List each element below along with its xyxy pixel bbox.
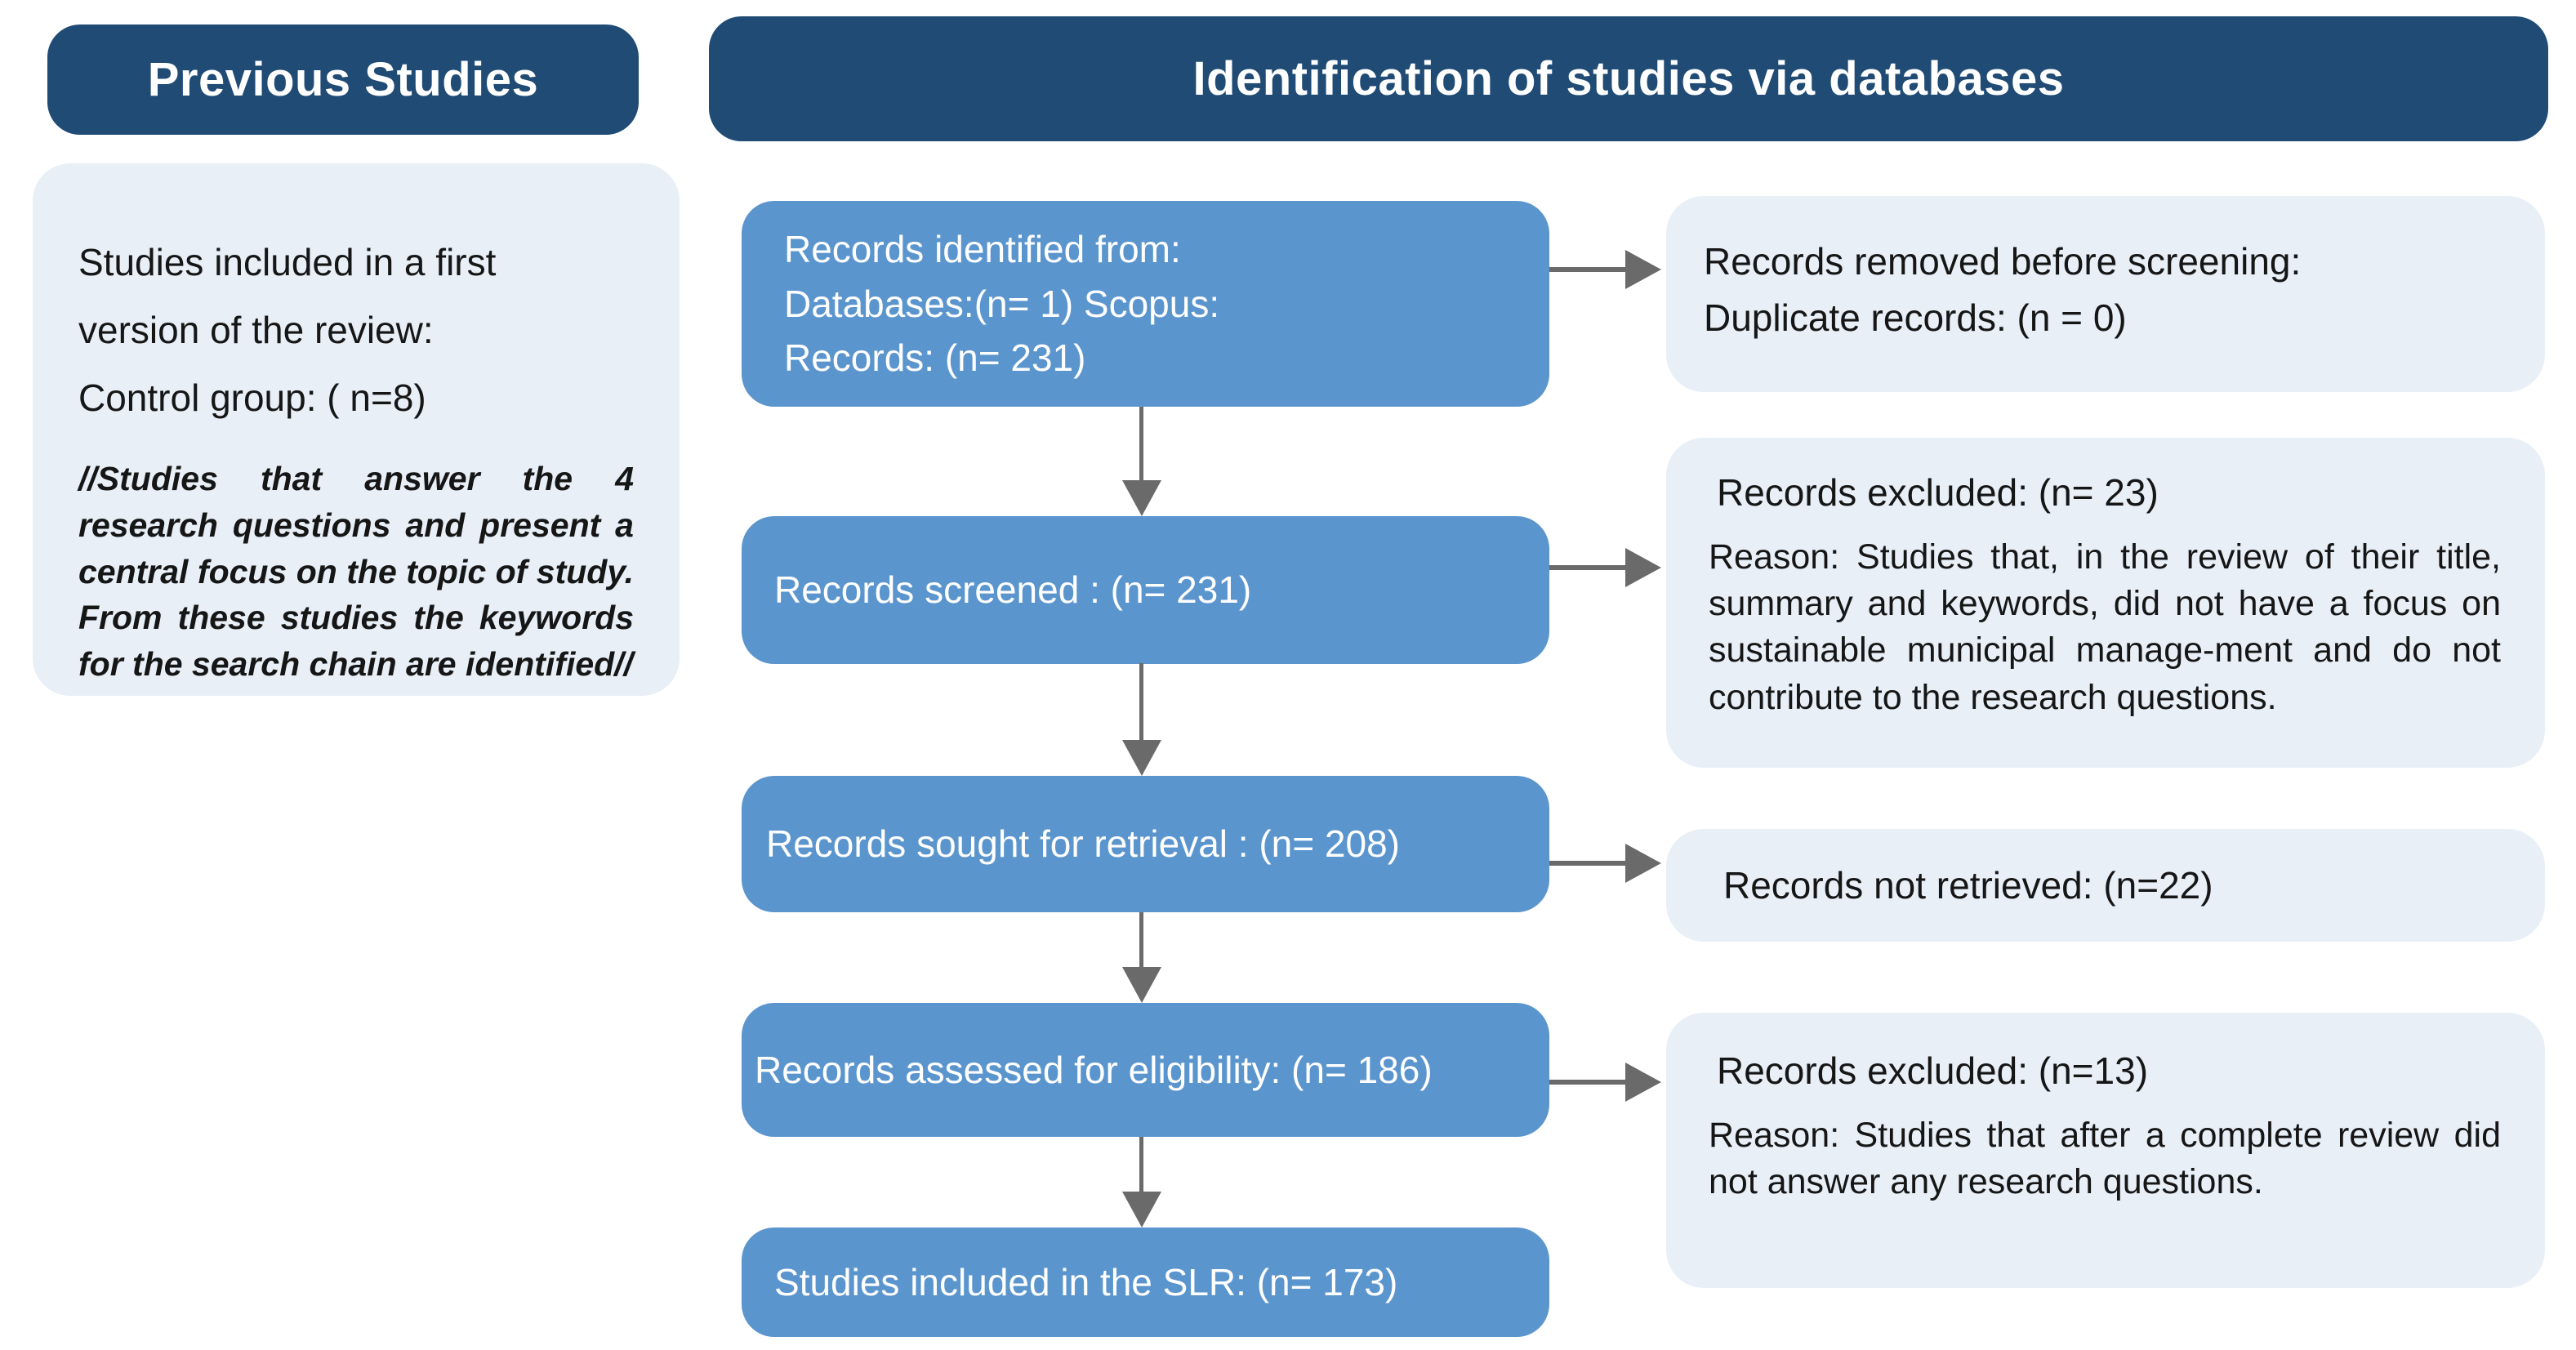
side-box-title: Records removed before screening: bbox=[1704, 240, 2302, 283]
previous-studies-header: Previous Studies bbox=[47, 25, 639, 135]
side-box-title: Records excluded: (n=13) bbox=[1717, 1049, 2149, 1092]
side-box-records-not-retrieved: Records not retrieved: (n=22) bbox=[1666, 829, 2545, 942]
previous-studies-summary-line: version of the review: bbox=[78, 308, 434, 351]
previous-studies-header-label: Previous Studies bbox=[147, 53, 539, 106]
flow-box-records-identified: Records identified from: Databases:(n= 1… bbox=[742, 201, 1549, 407]
side-box-title: Records not retrieved: (n=22) bbox=[1723, 864, 2213, 907]
side-box-records-removed: Records removed before screening: Duplic… bbox=[1666, 196, 2545, 392]
right-arrow-identified-to-removed bbox=[1549, 267, 1627, 272]
down-arrow-assessed-to-included bbox=[1139, 1137, 1143, 1193]
flow-box-line: Studies included in the SLR: (n= 173) bbox=[774, 1260, 1398, 1303]
down-arrow-identified-to-screened bbox=[1139, 407, 1143, 482]
side-box-records-excluded-screening: Records excluded: (n= 23) Reason: Studie… bbox=[1666, 438, 2545, 768]
flow-box-records-assessed: Records assessed for eligibility: (n= 18… bbox=[742, 1003, 1549, 1137]
right-arrow-sought-to-not-retrieved bbox=[1549, 861, 1627, 866]
side-box-records-excluded-eligibility: Records excluded: (n=13) Reason: Studies… bbox=[1666, 1013, 2545, 1288]
flow-box-records-sought: Records sought for retrieval : (n= 208) bbox=[742, 776, 1549, 912]
identification-header-label: Identification of studies via databases bbox=[1192, 52, 2065, 105]
right-arrow-assessed-to-excluded bbox=[1549, 1080, 1627, 1085]
previous-studies-note: //Studies that answer the 4 research que… bbox=[78, 460, 634, 683]
flow-box-line: Databases:(n= 1) Scopus: bbox=[784, 282, 1220, 325]
flow-box-line: Records identified from: bbox=[784, 227, 1181, 270]
flow-box-line: Records assessed for eligibility: (n= 18… bbox=[755, 1048, 1433, 1091]
previous-studies-box: Studies included in a first version of t… bbox=[33, 163, 680, 696]
flow-box-line: Records sought for retrieval : (n= 208) bbox=[766, 822, 1400, 866]
flow-box-records-screened: Records screened : (n= 231) bbox=[742, 516, 1549, 664]
flow-box-studies-included: Studies included in the SLR: (n= 173) bbox=[742, 1227, 1549, 1337]
down-arrow-sought-to-assessed bbox=[1139, 912, 1143, 969]
side-box-reason: Reason: Studies that after a complete re… bbox=[1709, 1116, 2501, 1202]
previous-studies-summary-line: Control group: ( n=8) bbox=[78, 376, 426, 419]
flow-box-line: Records screened : (n= 231) bbox=[774, 568, 1252, 612]
right-arrow-screened-to-excluded bbox=[1549, 565, 1627, 570]
down-arrow-screened-to-sought bbox=[1139, 663, 1143, 742]
side-box-title: Records excluded: (n= 23) bbox=[1717, 471, 2159, 514]
identification-header: Identification of studies via databases bbox=[709, 16, 2548, 141]
side-box-body: Duplicate records: (n = 0) bbox=[1704, 296, 2127, 339]
side-box-reason: Reason: Studies that, in the review of t… bbox=[1709, 537, 2501, 717]
flow-box-line: Records: (n= 231) bbox=[784, 336, 1086, 380]
previous-studies-summary-line: Studies included in a first bbox=[78, 241, 497, 283]
